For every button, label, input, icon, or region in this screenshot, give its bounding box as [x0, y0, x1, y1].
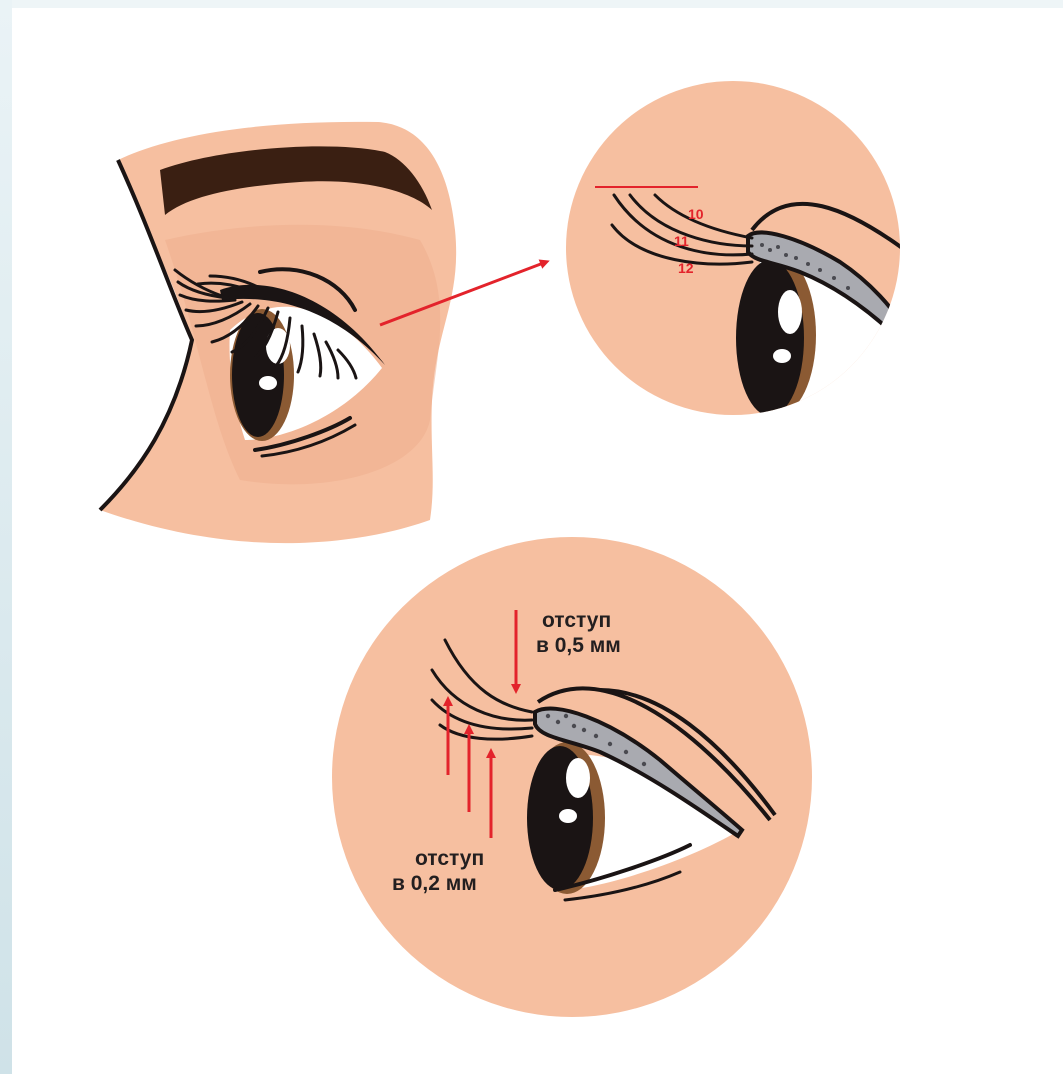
zoom-highlight-small — [773, 349, 791, 363]
indent-highlight-small — [559, 809, 577, 823]
indent-bottom-label-line1: отступ — [415, 847, 484, 870]
indent-top-label-line2: в 0,5 мм — [536, 634, 621, 657]
length-label-10: 10 — [688, 206, 704, 222]
face-profile-illustration — [100, 122, 456, 543]
zoom-circle-view: 10 11 12 — [566, 81, 905, 420]
indent-bottom-label-line2: в 0,2 мм — [392, 872, 477, 895]
iris-highlight-small — [259, 376, 277, 390]
indent-circle-view: отступ в 0,5 мм отступ в 0,2 мм — [332, 537, 812, 1017]
indent-top-label-line1: отступ — [542, 609, 611, 632]
zoom-pupil — [736, 260, 804, 416]
length-label-12: 12 — [678, 260, 694, 276]
zoom-highlight-large — [778, 290, 802, 334]
indent-highlight-large — [566, 758, 590, 798]
length-label-11: 11 — [674, 233, 689, 249]
